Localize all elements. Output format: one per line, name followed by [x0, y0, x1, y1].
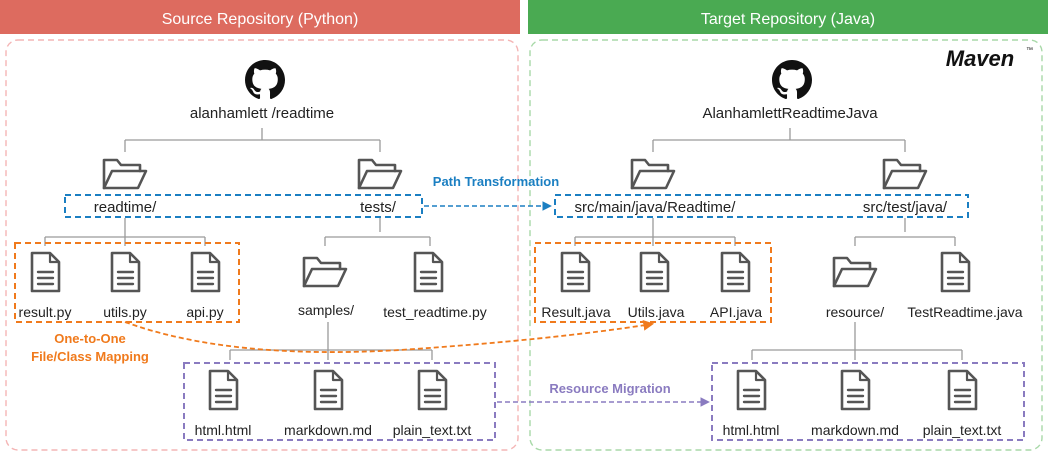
- source-folder-tests-icon: [357, 158, 403, 190]
- source-repo-name: alanhamlett /readtime: [190, 105, 334, 122]
- file-mapping-label-line2: File/Class Mapping: [31, 349, 149, 364]
- file-utils-py-icon: [110, 251, 141, 293]
- file-utils-py-label: utils.py: [103, 304, 147, 320]
- target-folder-resource-icon: [832, 256, 878, 288]
- file-test-readtime-java-label: TestReadtime.java: [907, 304, 1022, 320]
- file-html-target-icon: [736, 369, 767, 411]
- file-test-readtime-java-icon: [940, 251, 971, 293]
- file-txt-source-icon: [417, 369, 448, 411]
- file-html-source-label: html.html: [195, 422, 252, 438]
- source-folder-readtime-label: readtime/: [94, 199, 157, 216]
- source-folder-tests-label: tests/: [360, 199, 397, 216]
- target-repo-name: AlanhamlettReadtimeJava: [702, 105, 878, 122]
- file-html-target-label: html.html: [723, 422, 780, 438]
- target-header-bar: [528, 0, 1048, 34]
- file-result-java-icon: [560, 251, 591, 293]
- target-header-title: Target Repository (Java): [701, 11, 875, 28]
- file-md-target-icon: [840, 369, 871, 411]
- target-folder-test-label: src/test/java/: [863, 199, 948, 216]
- file-txt-source-label: plain_text.txt: [393, 422, 472, 438]
- source-tree-lines: [44, 128, 433, 360]
- source-resource-box: [183, 362, 496, 441]
- file-result-java-label: Result.java: [541, 304, 610, 320]
- file-api-py-label: api.py: [186, 304, 223, 320]
- source-header-bar: [0, 0, 520, 34]
- file-md-source-icon: [313, 369, 344, 411]
- target-resource-box: [711, 362, 1025, 441]
- target-folder-resource-label: resource/: [826, 304, 884, 320]
- file-api-py-icon: [190, 251, 221, 293]
- source-folder-samples-icon: [302, 256, 348, 288]
- maven-logo: Maven: [946, 46, 1014, 71]
- source-panel: [5, 39, 519, 451]
- source-folder-samples-label: samples/: [298, 302, 354, 318]
- source-github-icon: [245, 60, 285, 100]
- source-folder-readtime-icon: [102, 158, 148, 190]
- target-tree-lines: [574, 128, 963, 360]
- file-txt-target-label: plain_text.txt: [923, 422, 1002, 438]
- trademark-mark: ™: [1026, 47, 1033, 54]
- file-md-source-label: markdown.md: [284, 422, 372, 438]
- source-header-title: Source Repository (Python): [162, 11, 359, 28]
- target-folder-main-label: src/main/java/Readtime/: [575, 199, 737, 216]
- file-utils-java-label: Utils.java: [628, 304, 685, 320]
- file-result-py-label: result.py: [19, 304, 72, 320]
- path-transformation-label: Path Transformation: [433, 174, 559, 189]
- target-panel: [529, 39, 1043, 451]
- target-github-icon: [772, 60, 812, 100]
- file-api-java-label: API.java: [710, 304, 762, 320]
- file-test-readtime-py-icon: [413, 251, 444, 293]
- file-mapping-arrow: [124, 320, 655, 353]
- file-md-target-label: markdown.md: [811, 422, 899, 438]
- file-html-source-icon: [208, 369, 239, 411]
- target-folder-test-icon: [882, 158, 928, 190]
- file-txt-target-icon: [947, 369, 978, 411]
- file-test-readtime-py-label: test_readtime.py: [383, 304, 487, 320]
- target-folder-main-icon: [630, 158, 676, 190]
- resource-migration-label: Resource Migration: [549, 381, 670, 396]
- file-result-py-icon: [30, 251, 61, 293]
- file-utils-java-icon: [639, 251, 670, 293]
- file-api-java-icon: [720, 251, 751, 293]
- file-mapping-label-line1: One-to-One: [54, 331, 126, 346]
- target-path-box: [554, 194, 969, 218]
